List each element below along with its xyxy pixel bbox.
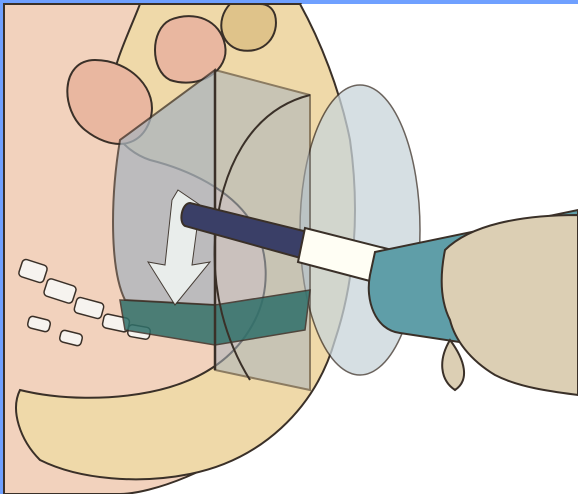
organ-top-right — [221, 4, 276, 51]
hand-icon — [442, 215, 578, 395]
